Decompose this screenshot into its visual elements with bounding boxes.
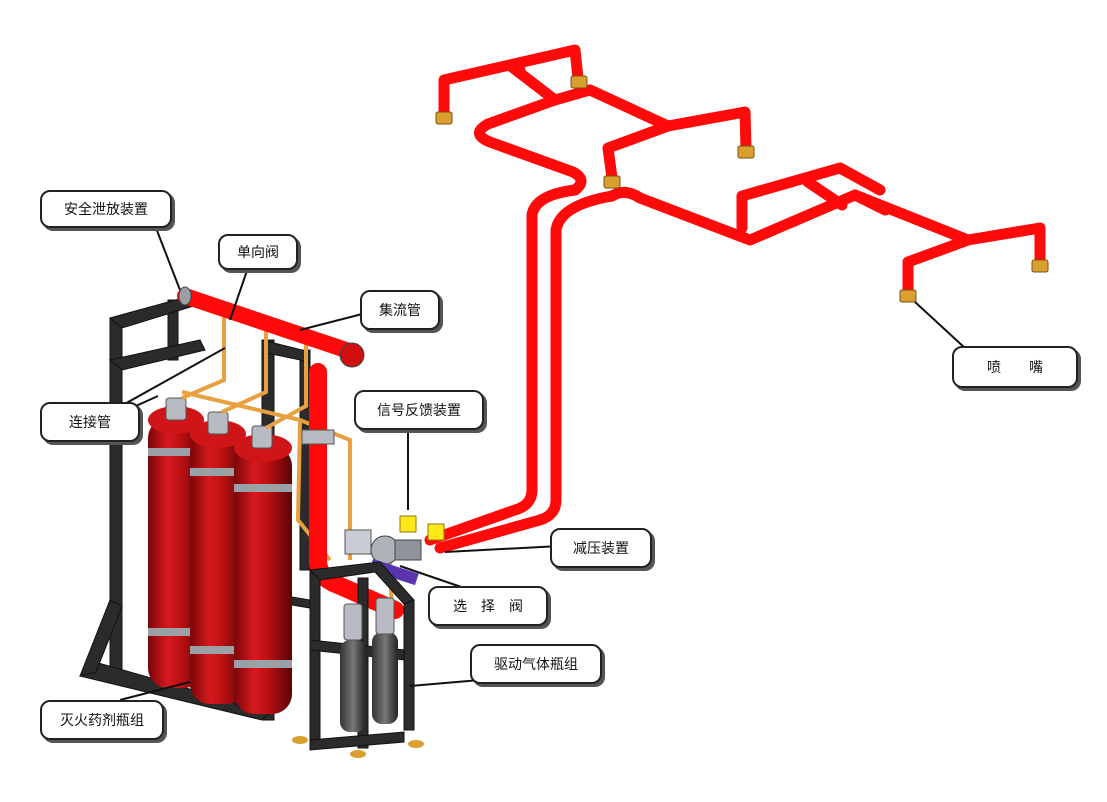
agent-cylinders [148, 397, 292, 714]
selector-valve-assembly [344, 515, 445, 586]
label-selector-valve: 选 择 阀 [428, 586, 548, 626]
nozzles [435, 75, 1049, 303]
label-manifold: 集流管 [360, 290, 440, 330]
label-check-valve: 单向阀 [218, 234, 298, 270]
nozzle-3 [737, 145, 755, 159]
drive-gas-cylinder-1 [340, 640, 366, 732]
nozzle-5 [1031, 259, 1049, 273]
drive-gas-rack [292, 561, 424, 758]
label-drive-gas-cylinders: 驱动气体瓶组 [470, 644, 602, 684]
label-nozzle: 喷 嘴 [952, 346, 1078, 388]
nozzle-6 [899, 289, 917, 303]
label-pressure-reducer: 减压装置 [550, 528, 652, 568]
label-signal-feedback: 信号反馈装置 [354, 390, 484, 430]
label-connecting-pipe: 连接管 [40, 402, 140, 442]
label-agent-cylinders: 灭火药剂瓶组 [40, 700, 164, 740]
signal-feedback-device [399, 515, 417, 533]
nozzle-2 [570, 75, 588, 89]
pipe-network [424, 44, 1046, 554]
nozzle-1 [435, 111, 453, 125]
callout-lines [95, 227, 979, 701]
drive-gas-cylinder-2 [372, 632, 398, 724]
label-safety-relief: 安全泄放装置 [40, 190, 172, 228]
agent-cylinder-3 [234, 434, 292, 714]
nozzle-4 [603, 175, 621, 189]
